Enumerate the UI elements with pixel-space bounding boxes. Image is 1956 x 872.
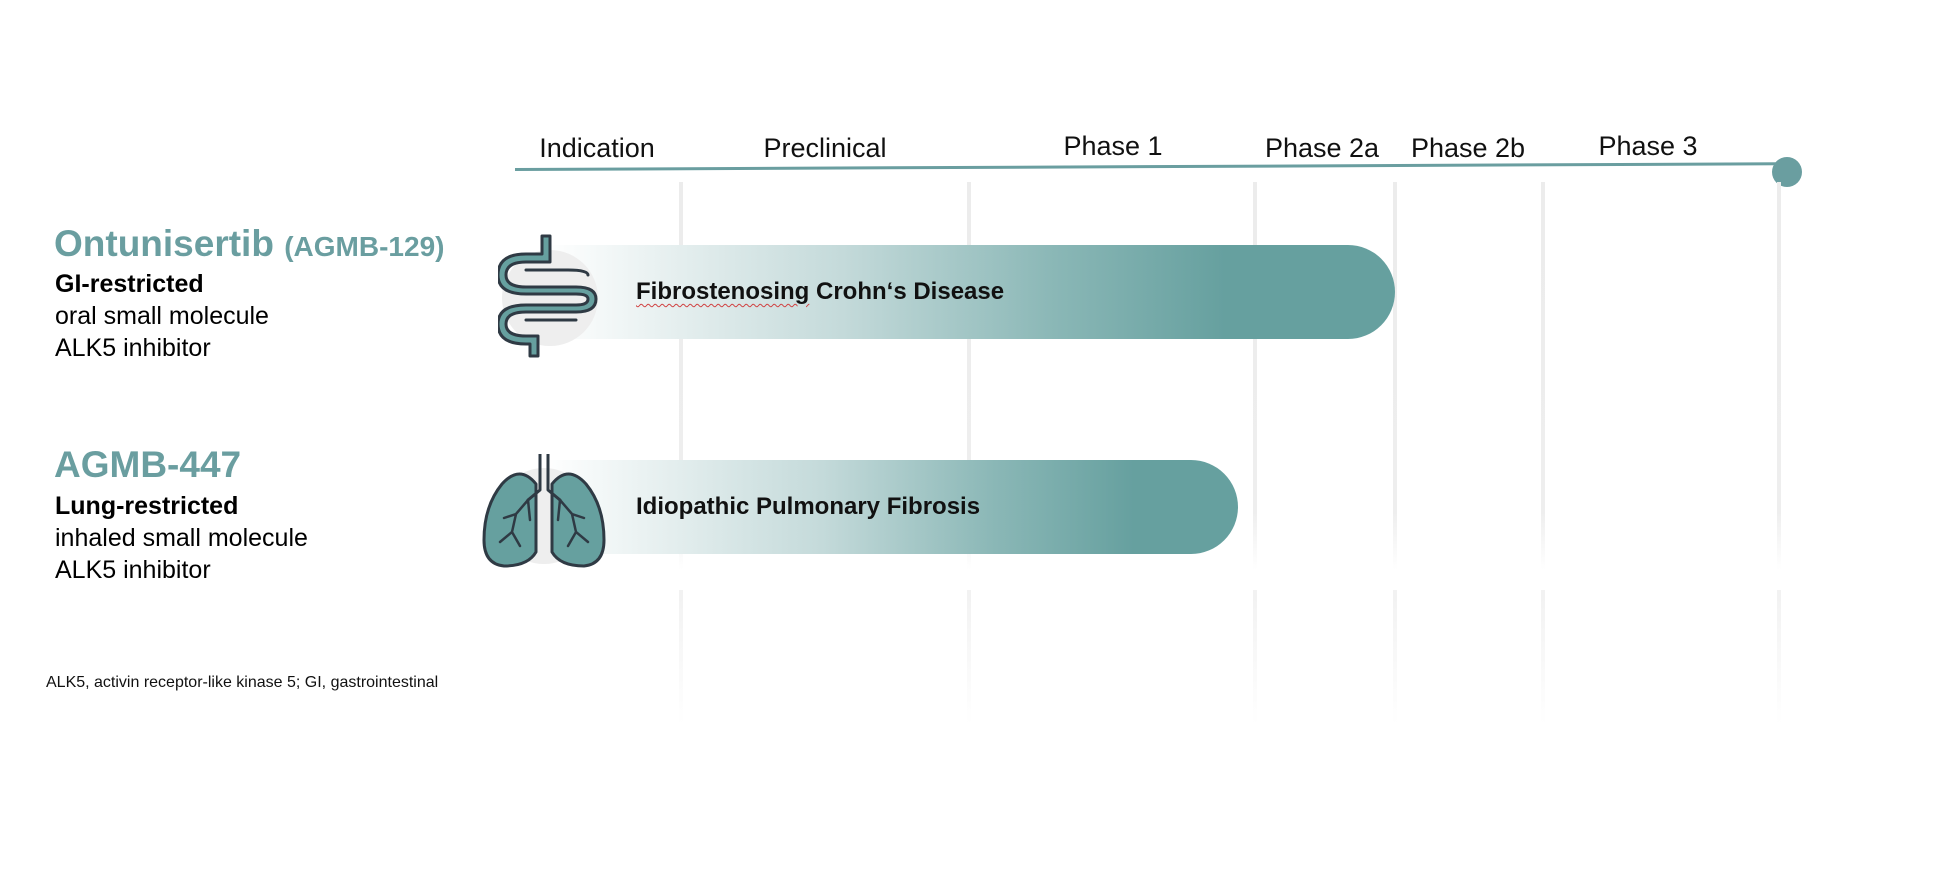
intestine-icon bbox=[496, 232, 604, 360]
gridline-reflection bbox=[967, 590, 971, 725]
indication-label-crohns-underlined: Fibrostenosing bbox=[636, 278, 810, 305]
gridline-reflection bbox=[679, 590, 683, 725]
program-name: AGMB-447 bbox=[54, 444, 242, 485]
phase-label-phase-1: Phase 1 bbox=[1063, 131, 1163, 161]
indication-label-crohns-rest: Crohn‘s Disease bbox=[809, 278, 1005, 305]
phase-label-phase-2b: Phase 2b bbox=[1410, 133, 1526, 163]
phase-label-phase-3: Phase 3 bbox=[1598, 131, 1698, 161]
gridline-phase2a-phase2b bbox=[1393, 182, 1397, 570]
program-restriction: Lung-restricted bbox=[55, 492, 239, 520]
progress-bar-ipf bbox=[545, 460, 1238, 554]
footnote: ALK5, activin receptor-like kinase 5; GI… bbox=[46, 674, 439, 691]
program-modality: inhaled small molecule bbox=[55, 524, 308, 552]
gridline-phase2b-phase3 bbox=[1541, 182, 1545, 570]
program-modality: oral small molecule bbox=[55, 302, 269, 330]
gridline-reflection bbox=[1777, 590, 1781, 725]
program-name: Ontunisertib (AGMB-129) bbox=[54, 223, 444, 265]
gridline-reflection bbox=[1541, 590, 1545, 725]
timeline-axis bbox=[514, 162, 1787, 171]
program-code: (AGMB-129) bbox=[284, 231, 445, 262]
gridline-phase3-end bbox=[1777, 182, 1781, 570]
program-restriction: GI-restricted bbox=[55, 270, 204, 298]
indication-label-crohns: Fibrostenosing Crohn‘s Disease bbox=[636, 278, 1004, 306]
gridline-reflection bbox=[1393, 590, 1397, 725]
gridline-reflection bbox=[1253, 590, 1257, 725]
gridline-indication-preclinical bbox=[679, 182, 683, 570]
program-name-text: Ontunisertib bbox=[54, 223, 274, 264]
lungs-icon bbox=[480, 452, 608, 570]
gridline-phase1-phase2a bbox=[1253, 182, 1257, 570]
phase-label-preclinical: Preclinical bbox=[763, 133, 887, 163]
phase-label-indication: Indication bbox=[539, 133, 655, 163]
gridline-preclinical-phase1 bbox=[967, 182, 971, 570]
indication-label-ipf: Idiopathic Pulmonary Fibrosis bbox=[636, 493, 981, 520]
program-target: ALK5 inhibitor bbox=[55, 334, 211, 362]
program-target: ALK5 inhibitor bbox=[55, 556, 211, 584]
phase-label-phase-2a: Phase 2a bbox=[1264, 133, 1380, 163]
progress-bar-crohns bbox=[545, 245, 1395, 339]
